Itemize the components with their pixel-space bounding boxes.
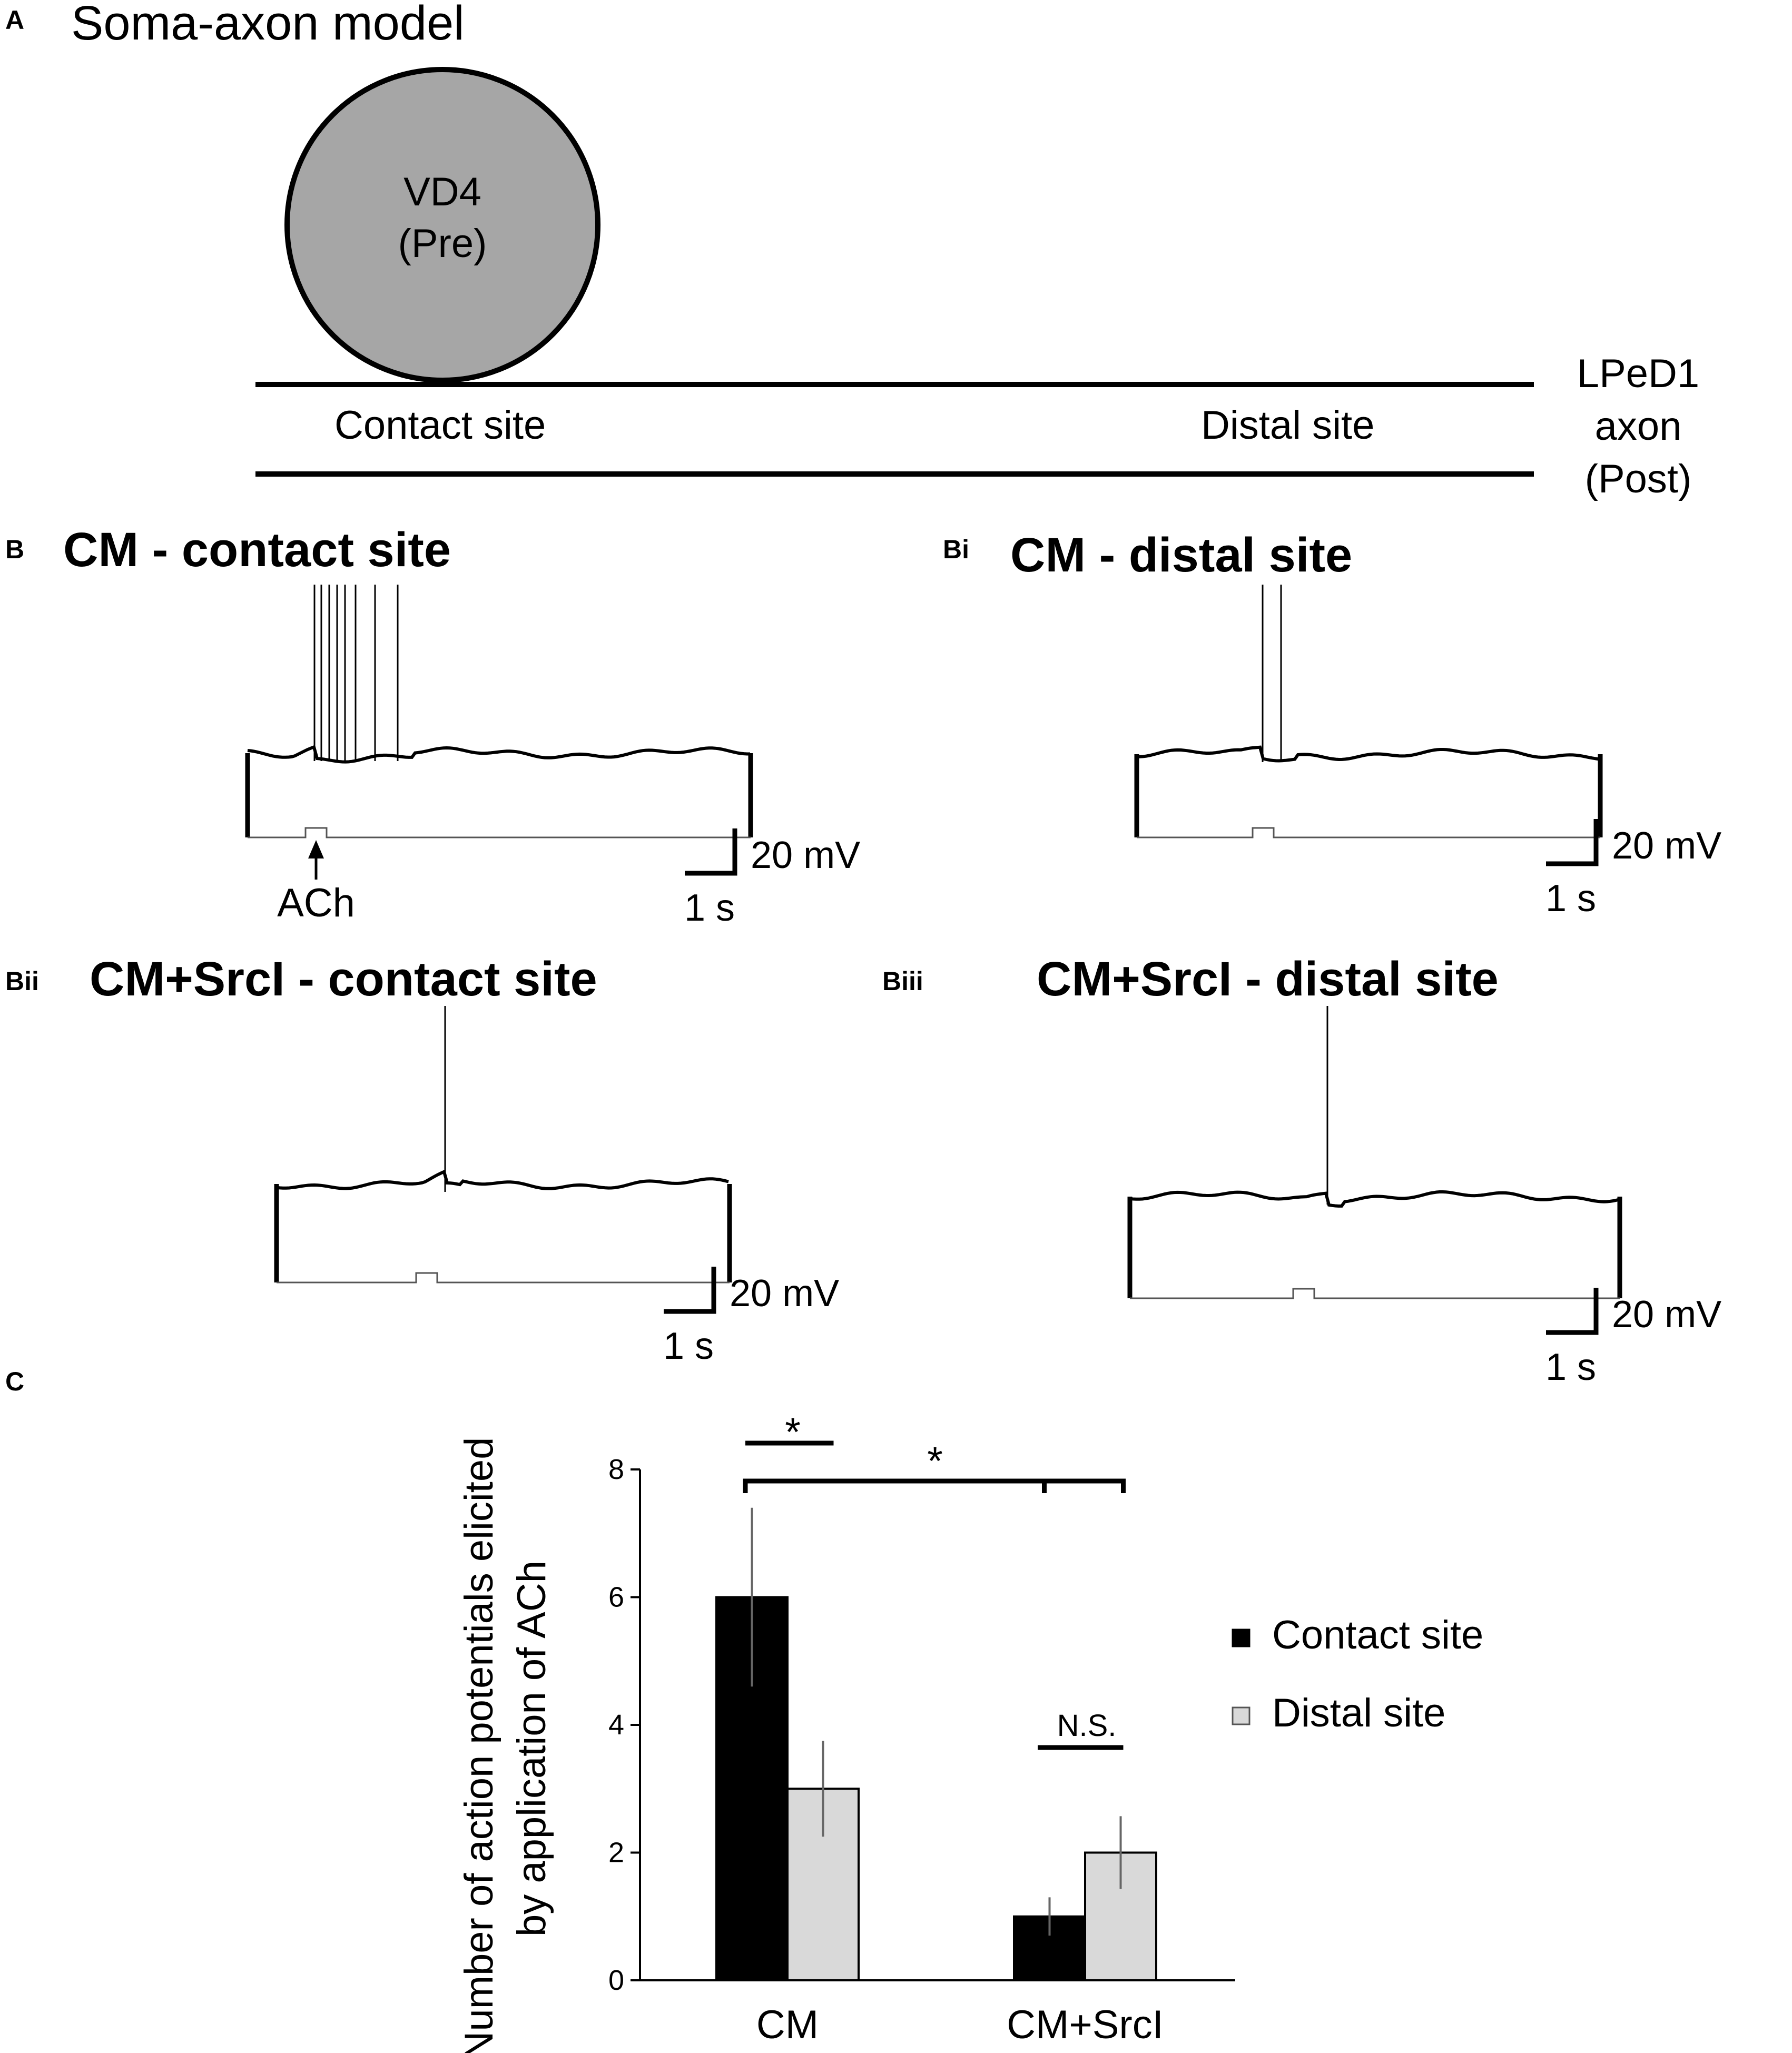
scale-bar-time-label: 1 s bbox=[663, 1325, 714, 1367]
bar-chart: 0 2 4 6 8 Number of action potentials elicite… bbox=[457, 1410, 1483, 2053]
scale-bar bbox=[1546, 819, 1599, 866]
trace-panel-letter: Bi bbox=[943, 535, 969, 564]
significance-bracket bbox=[743, 1478, 1126, 1493]
trace-panel-letter: B bbox=[5, 535, 24, 564]
ach-stimulus-line bbox=[1137, 827, 1600, 838]
y-tick-label: 8 bbox=[608, 1454, 624, 1485]
scale-bar-time-label: 1 s bbox=[684, 887, 735, 929]
trace-panel-2: Bi CM - distal site 20 mV 1 s bbox=[943, 528, 1721, 920]
scale-bar bbox=[664, 1267, 716, 1314]
legend-label: Contact site bbox=[1272, 1613, 1483, 1657]
ach-stimulus-line bbox=[1130, 1288, 1620, 1299]
membrane-trace bbox=[1136, 745, 1599, 763]
x-category-label: CM+SrcI bbox=[1007, 2002, 1164, 2047]
ach-arrow-icon bbox=[308, 840, 324, 858]
axon-label-type: axon bbox=[1595, 404, 1682, 449]
panel-c-letter: C bbox=[5, 1367, 24, 1396]
bar-distal-site bbox=[1084, 1851, 1157, 1981]
scale-bar-voltage-label: 20 mV bbox=[730, 1272, 839, 1315]
trace-panel-title: CM+SrcI - contact site bbox=[90, 952, 597, 1006]
legend-swatch bbox=[1232, 1628, 1251, 1647]
scale-bar-time-label: 1 s bbox=[1545, 877, 1596, 920]
soma-label-name: VD4 bbox=[403, 170, 481, 214]
trace-panel-letter: Bii bbox=[5, 966, 39, 996]
membrane-trace bbox=[276, 1169, 729, 1190]
trace-panel-title: CM - contact site bbox=[63, 523, 451, 577]
trace-panel-4: Biii CM+SrcI - distal site 20 mV 1 s bbox=[882, 952, 1721, 1388]
membrane-trace bbox=[1129, 1190, 1620, 1208]
legend-label: Distal site bbox=[1272, 1691, 1445, 1735]
panel-a: A Soma-axon model VD4 (Pre) Contact site… bbox=[5, 0, 1699, 501]
y-axis-label-line1: Number of action potentials elicited bbox=[457, 1437, 501, 2053]
ach-stimulus-label: ACh bbox=[277, 881, 355, 925]
legend-swatch bbox=[1232, 1706, 1251, 1725]
panel-a-title: Soma-axon model bbox=[71, 0, 465, 50]
ach-stimulus-line bbox=[277, 1272, 730, 1284]
panel-c: C bbox=[5, 1367, 24, 1396]
y-tick-label: 6 bbox=[608, 1582, 624, 1613]
distal-site-label: Distal site bbox=[1201, 403, 1374, 448]
y-tick-label: 2 bbox=[608, 1837, 624, 1869]
membrane-trace bbox=[247, 745, 750, 764]
trace-panel-3: Bii CM+SrcI - contact site 20 mV 1 s bbox=[5, 952, 839, 1367]
panel-a-letter: A bbox=[5, 5, 24, 35]
significance-star: * bbox=[785, 1410, 801, 1455]
trace-panel-title: CM+SrcI - distal site bbox=[1037, 952, 1499, 1006]
scale-bar-voltage-label: 20 mV bbox=[751, 834, 860, 876]
scale-bar-voltage-label: 20 mV bbox=[1612, 1294, 1721, 1336]
ach-stimulus-line bbox=[248, 827, 751, 838]
contact-site-label: Contact site bbox=[334, 403, 546, 448]
soma-circle bbox=[284, 67, 600, 383]
x-category-label: CM bbox=[756, 2002, 819, 2047]
soma-label-role: (Pre) bbox=[398, 221, 487, 266]
axon-label-role: (Post) bbox=[1585, 457, 1692, 501]
scale-bar-voltage-label: 20 mV bbox=[1612, 825, 1721, 867]
y-tick-label: 0 bbox=[608, 1965, 624, 1996]
y-tick-label: 4 bbox=[608, 1709, 624, 1741]
y-axis-label-line2: by application of ACh bbox=[509, 1561, 554, 1937]
significance-star: * bbox=[927, 1439, 943, 1484]
axon-label-cell: LPeD1 bbox=[1577, 351, 1699, 396]
scale-bar-time-label: 1 s bbox=[1545, 1346, 1596, 1388]
significance-ns-label: N.S. bbox=[1057, 1709, 1117, 1743]
trace-panel-letter: Biii bbox=[882, 966, 923, 996]
scale-bar bbox=[685, 828, 737, 876]
scale-bar bbox=[1546, 1288, 1599, 1335]
trace-panel-title: CM - distal site bbox=[1010, 528, 1352, 582]
